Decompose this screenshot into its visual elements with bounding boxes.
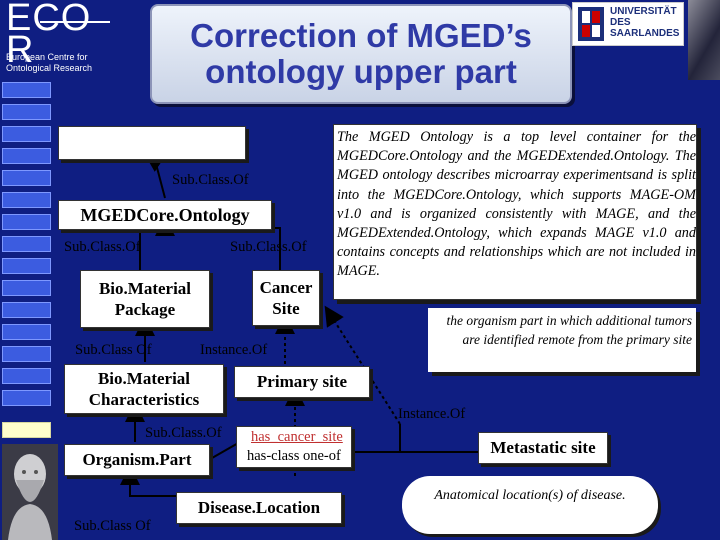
sidebar-box [2,214,51,230]
anatomical-location-note: Anatomical location(s) of disease. [402,476,658,534]
biomaterial-package-node: Bio.Material Package [80,270,210,328]
university-crest-icon [578,7,604,41]
biomaterial-characteristics-node: Bio.Material Characteristics [64,364,224,414]
organism-part-node: Organism.Part [64,444,210,476]
university-logo [572,2,684,46]
metastatic-site-node: Metastatic site [478,432,608,464]
sidebar-box [2,236,51,252]
logo-subtitle-line-1: European Centre for [6,52,88,62]
has-cancer-site-label: has_cancer_site [251,429,343,445]
aristotle-bust-image [2,444,58,540]
sidebar-box [2,302,51,318]
sidebar-box [2,192,51,208]
building-image [688,0,720,80]
primary-site-node: Primary site [234,366,370,398]
ontology-description-box: The MGED Ontology is a top level contain… [333,124,697,300]
logo-underline [40,21,110,23]
subclass-label-top: Sub.Class.Of [172,172,249,188]
sidebar-box [2,258,51,274]
cancer-site-node: Cancer Site [252,270,320,326]
sidebar-box [2,390,51,406]
logo-subtitle: European Centre for Ontological Research [6,52,92,74]
logo-line-1: ECO [6,0,92,39]
sidebar-box [2,104,51,120]
sidebar-box [2,82,51,98]
sidebar-box [2,126,51,142]
subclass-label-left: Sub.Class.Of [64,239,141,255]
mged-core-ontology-node: MGEDCore.Ontology [58,200,272,230]
subclass-label-right: Sub.Class.Of [230,239,307,255]
sidebar-box [2,368,51,384]
disease-location-node: Disease.Location [176,492,342,524]
sidebar-box [2,148,51,164]
ecor-logo: ECO R [6,0,92,71]
metastatic-note-box: the organism part in which additional tu… [428,308,696,372]
instance-of-label-right: Instance.Of [398,406,466,422]
subclass-label-bottom: Sub.Class Of [74,518,151,534]
top-container-box [58,126,246,160]
subclass-label-mid: Sub.Class Of [75,342,152,358]
sidebar-box [2,324,51,340]
sidebar-box [2,170,51,186]
sidebar-box [2,346,51,362]
instance-of-label-mid: Instance.Of [200,342,268,358]
slide-title: Correction of MGED’s ontology upper part [150,4,572,104]
logo-line-2: R [6,29,35,71]
university-name: UNIVERSITÄT DES SAARLANDES [610,6,680,39]
sidebar-box-highlight [2,422,51,438]
has-class-label: has-class one-of [247,448,341,464]
sidebar-box [2,280,51,296]
has-cancer-site-relation-box: has_cancer_site has-class one-of [236,426,352,468]
subclass-label-lower: Sub.Class.Of [145,425,222,441]
logo-subtitle-line-2: Ontological Research [6,63,93,73]
